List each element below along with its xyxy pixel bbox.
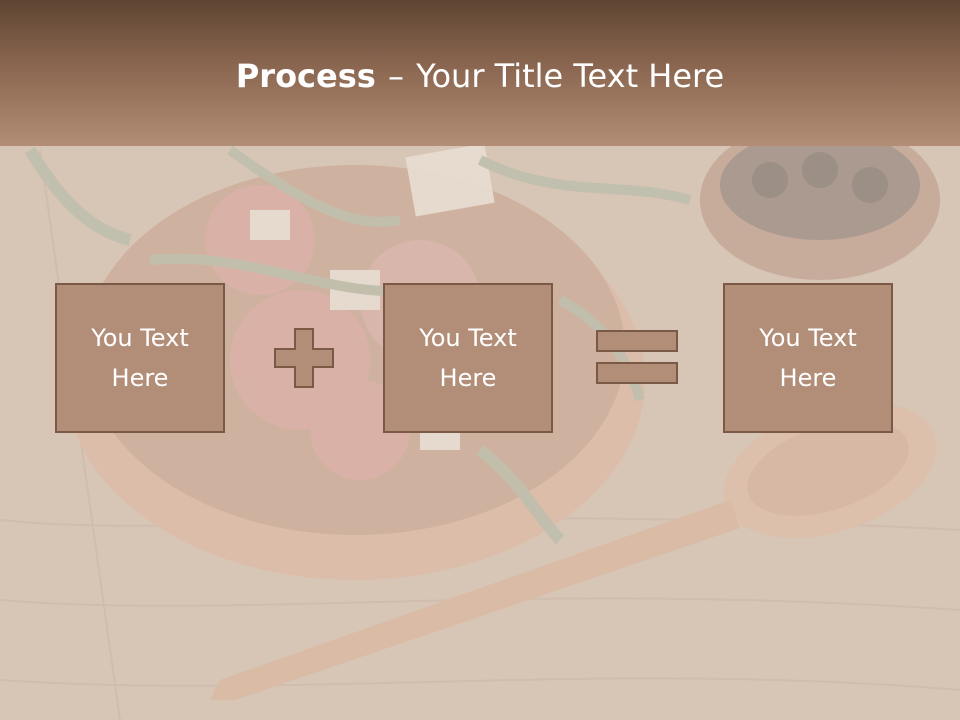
process-box-1: You Text Here xyxy=(55,283,225,433)
title-bar: Process – Your Title Text Here xyxy=(0,0,960,146)
equals-icon xyxy=(596,330,678,384)
title-dash: – xyxy=(387,57,404,95)
process-box-2: You Text Here xyxy=(383,283,553,433)
title-rest: Your Title Text Here xyxy=(416,57,725,95)
process-box-3: You Text Here xyxy=(723,283,893,433)
slide-title: Process – Your Title Text Here xyxy=(0,56,960,96)
process-box-1-text: You Text Here xyxy=(91,324,189,392)
process-box-3-text: You Text Here xyxy=(759,324,857,392)
title-bold: Process xyxy=(235,57,376,95)
plus-icon xyxy=(274,328,334,388)
process-box-2-text: You Text Here xyxy=(419,324,517,392)
